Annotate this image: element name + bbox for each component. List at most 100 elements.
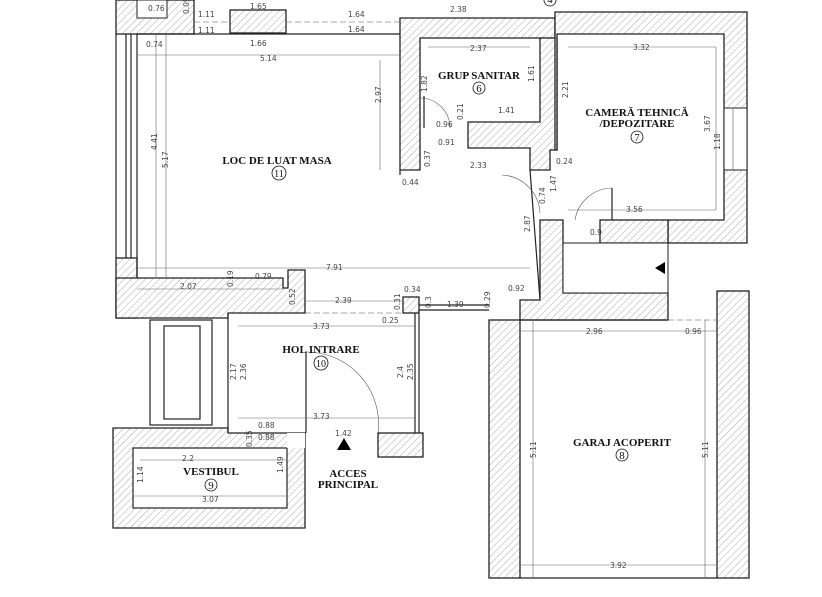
dim: 3.73 bbox=[313, 322, 330, 331]
dim: 1.65 bbox=[250, 2, 267, 11]
wall-garage-right bbox=[716, 290, 750, 579]
room-number: 10 bbox=[316, 359, 326, 370]
pillar-hol bbox=[402, 296, 420, 314]
dim: 2.87 bbox=[523, 215, 532, 232]
dim: 3.32 bbox=[633, 43, 650, 52]
vestibul-glass-panel bbox=[149, 319, 213, 426]
dim: 5.11 bbox=[529, 441, 538, 458]
dim: 2.35 bbox=[406, 363, 415, 380]
room-number: 6 bbox=[476, 83, 482, 95]
dim: 0.96 bbox=[436, 120, 453, 129]
dim: 5.17 bbox=[161, 151, 170, 168]
dim: 1.11 bbox=[198, 26, 215, 35]
room-name-hol-intrare: HOL INTRARE bbox=[282, 344, 359, 356]
entrance-arrow-icon bbox=[337, 438, 351, 450]
dim: 1.42 bbox=[335, 429, 352, 438]
dim: 3.56 bbox=[626, 205, 643, 214]
dim: 3.07 bbox=[202, 495, 219, 504]
dim: 1.49 bbox=[276, 456, 285, 473]
dim: 1.82 bbox=[420, 75, 429, 92]
dim: 0.35 bbox=[245, 430, 254, 447]
dim: 3.73 bbox=[313, 412, 330, 421]
entrance-label-1: ACCES bbox=[329, 468, 366, 480]
dim: 0.21 bbox=[456, 103, 465, 120]
dim: 0.24 bbox=[556, 157, 573, 166]
wall-dining-bottom bbox=[115, 269, 306, 319]
dim: 0.74 bbox=[146, 40, 163, 49]
dim: 2.2 bbox=[182, 454, 194, 463]
dimension-lines bbox=[133, 34, 717, 578]
dim: 0.31 bbox=[393, 293, 402, 310]
dim: 2.37 bbox=[470, 44, 487, 53]
dim: 0.79 bbox=[255, 272, 272, 281]
dim: 2.96 bbox=[586, 327, 603, 336]
window-tehnica bbox=[723, 107, 748, 171]
pillar-top bbox=[229, 9, 287, 34]
dim: 2.97 bbox=[374, 86, 383, 103]
dim: 0.76 bbox=[148, 4, 165, 13]
dim: 3.67 bbox=[703, 115, 712, 132]
dim: 5.14 bbox=[260, 54, 277, 63]
room-name-garaj: GARAJ ACOPERIT bbox=[573, 437, 672, 449]
dim: 1.47 bbox=[549, 175, 558, 192]
room-number: 8 bbox=[619, 450, 625, 462]
dim: 2.33 bbox=[470, 161, 487, 170]
room-name-vestibul: VESTIBUL bbox=[183, 466, 239, 478]
dim: 2.38 bbox=[450, 5, 467, 14]
room-name-loc-de-luat-masa: LOC DE LUAT MASA bbox=[222, 155, 331, 167]
dim: 0.09 bbox=[182, 0, 191, 14]
room-name-grup-sanitar: GRUP SANITAR bbox=[438, 70, 521, 82]
dim: 4.41 bbox=[150, 133, 159, 150]
dim: 0.74 bbox=[538, 187, 547, 204]
dim: 3.92 bbox=[610, 561, 627, 570]
dim: 2.17 bbox=[229, 363, 238, 380]
dim: 2.07 bbox=[180, 282, 197, 291]
dim: 0.44 bbox=[402, 178, 419, 187]
dim: 1.41 bbox=[498, 106, 515, 115]
dim: 1.61 bbox=[527, 65, 536, 82]
dim: 0.88 bbox=[258, 421, 275, 430]
dim: 0.9 bbox=[590, 228, 602, 237]
dim: 2.36 bbox=[239, 363, 248, 380]
dim: 1.11 bbox=[198, 10, 215, 19]
dim: 0.92 bbox=[508, 284, 525, 293]
dim: 1.39 bbox=[447, 300, 464, 309]
entrance-label-2: PRINCIPAL bbox=[318, 479, 378, 491]
dim: 5.11 bbox=[701, 441, 710, 458]
room-name-camera-tehnica-2: /DEPOZITARE bbox=[599, 118, 675, 130]
dim: 0.91 bbox=[438, 138, 455, 147]
dim: 0.88 bbox=[258, 433, 275, 442]
walls bbox=[112, 0, 750, 579]
dim: 2.21 bbox=[561, 81, 570, 98]
dim: 0.19 bbox=[226, 270, 235, 287]
dim: 0.25 bbox=[382, 316, 399, 325]
dim: 0.34 bbox=[404, 285, 421, 294]
room-name-camera-tehnica: CAMERĂ TEHNICĂ bbox=[585, 107, 688, 119]
dim: 0.29 bbox=[483, 291, 492, 308]
dim: 0.52 bbox=[288, 288, 297, 305]
wall-garage-left bbox=[488, 319, 521, 579]
dim: 1.14 bbox=[136, 466, 145, 483]
wall-tehnica-door-jamb bbox=[599, 219, 669, 244]
dim: 0.3 bbox=[424, 296, 433, 308]
dim: 1.64 bbox=[348, 10, 365, 19]
dim: 2.39 bbox=[335, 296, 352, 305]
room-number: 9 bbox=[208, 480, 214, 492]
dim: 1.18 bbox=[713, 133, 722, 150]
room-number: 7 bbox=[634, 132, 640, 144]
room-number: 11 bbox=[274, 169, 284, 180]
access-arrow-icon bbox=[655, 262, 665, 274]
dim: 0.96 bbox=[685, 327, 702, 336]
dim: 1.66 bbox=[250, 39, 267, 48]
plan-lines bbox=[115, 21, 717, 579]
wall-sanitar-right bbox=[467, 37, 558, 171]
dim: 1.64 bbox=[348, 25, 365, 34]
dimension-labels: 0.76 0.09 1.11 1.11 1.65 1.66 1.64 1.64 … bbox=[136, 0, 722, 570]
dim: 7.91 bbox=[326, 263, 343, 272]
room-number-partial: 4 bbox=[547, 0, 553, 6]
wall-entrance-right bbox=[377, 432, 424, 458]
dim: 2.4 bbox=[396, 366, 405, 378]
room-labels: GRUP SANITAR 6 CAMERĂ TEHNICĂ /DEPOZITAR… bbox=[183, 0, 689, 492]
dim: 0.37 bbox=[423, 150, 432, 167]
